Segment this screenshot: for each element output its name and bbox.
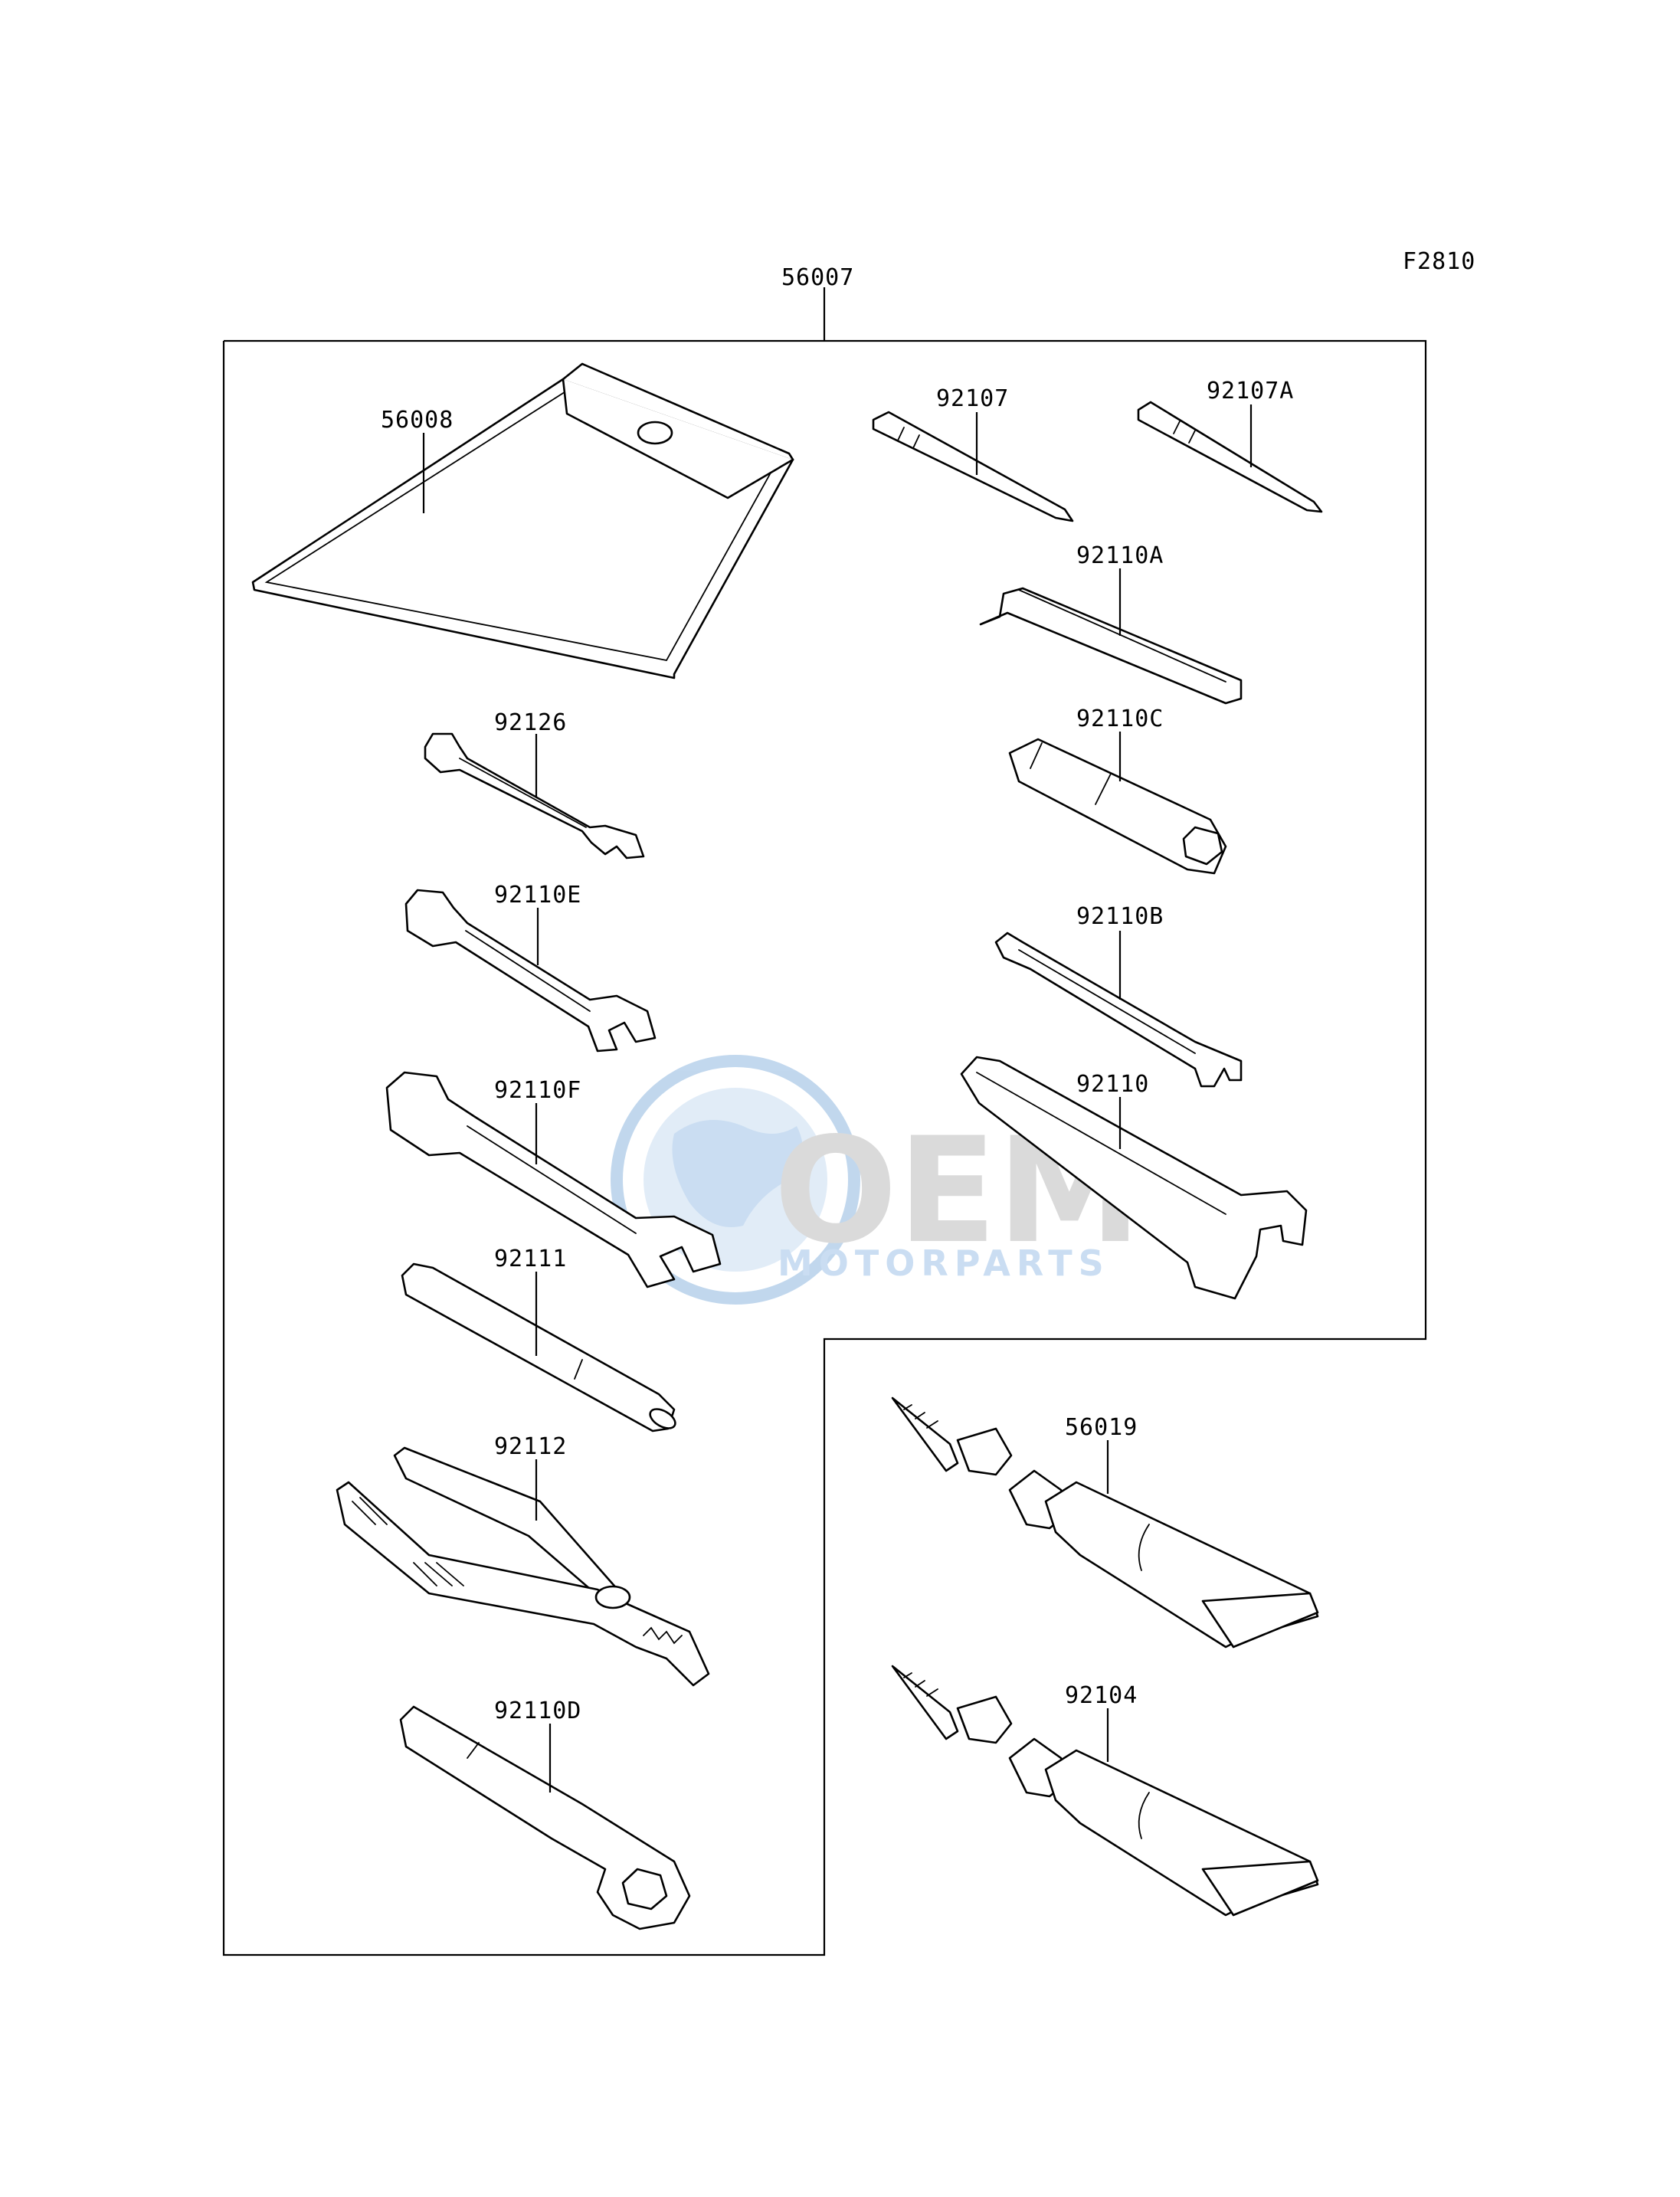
label-92107A[interactable]: 92107A: [1207, 378, 1294, 404]
part-92110F-open-wrench[interactable]: [385, 1071, 722, 1288]
label-92110A[interactable]: 92110A: [1076, 542, 1164, 569]
label-92111[interactable]: 92111: [494, 1246, 567, 1272]
part-92110E-open-wrench[interactable]: [404, 889, 657, 1053]
label-92110F[interactable]: 92110F: [494, 1077, 581, 1104]
part-92110-large-spanner[interactable]: [960, 1056, 1308, 1300]
label-92110B[interactable]: 92110B: [1076, 903, 1164, 930]
part-56019-grease-tube[interactable]: [891, 1396, 1319, 1649]
part-56008-tool-pouch[interactable]: [251, 362, 794, 679]
label-92126[interactable]: 92126: [494, 709, 567, 736]
globe-ring-icon: [611, 1055, 860, 1305]
label-92107[interactable]: 92107: [936, 385, 1009, 412]
label-92110[interactable]: 92110: [1076, 1071, 1149, 1098]
label-92104[interactable]: 92104: [1065, 1682, 1138, 1709]
assembly-frame: [222, 287, 1427, 1956]
part-92110D-ring-wrench[interactable]: [399, 1705, 691, 1930]
part-92110C-plug-wrench[interactable]: [1008, 732, 1227, 875]
part-92107-screwdriver[interactable]: [872, 411, 1074, 522]
figure-code: F2810: [1403, 248, 1475, 275]
label-92110E[interactable]: 92110E: [494, 882, 581, 909]
label-56019[interactable]: 56019: [1065, 1414, 1138, 1441]
part-92111-extension-bar[interactable]: [401, 1262, 679, 1432]
label-92110D[interactable]: 92110D: [494, 1698, 581, 1724]
assembly-part-number[interactable]: 56007: [781, 264, 854, 291]
part-92110B-spanner[interactable]: [994, 931, 1243, 1088]
part-92107A-screwdriver[interactable]: [1137, 401, 1323, 513]
watermark-sub-text: MOTORPARTS: [778, 1243, 1110, 1284]
label-92110C[interactable]: 92110C: [1076, 706, 1164, 732]
part-92110A-hex-key[interactable]: [979, 568, 1243, 705]
part-92112-pliers[interactable]: [336, 1446, 710, 1687]
globe-continent-icon: [672, 1120, 803, 1227]
label-56008[interactable]: 56008: [381, 407, 454, 434]
label-92112[interactable]: 92112: [494, 1433, 567, 1460]
part-92104-grease-tube[interactable]: [891, 1665, 1319, 1917]
part-92126-open-wrench[interactable]: [424, 732, 645, 859]
